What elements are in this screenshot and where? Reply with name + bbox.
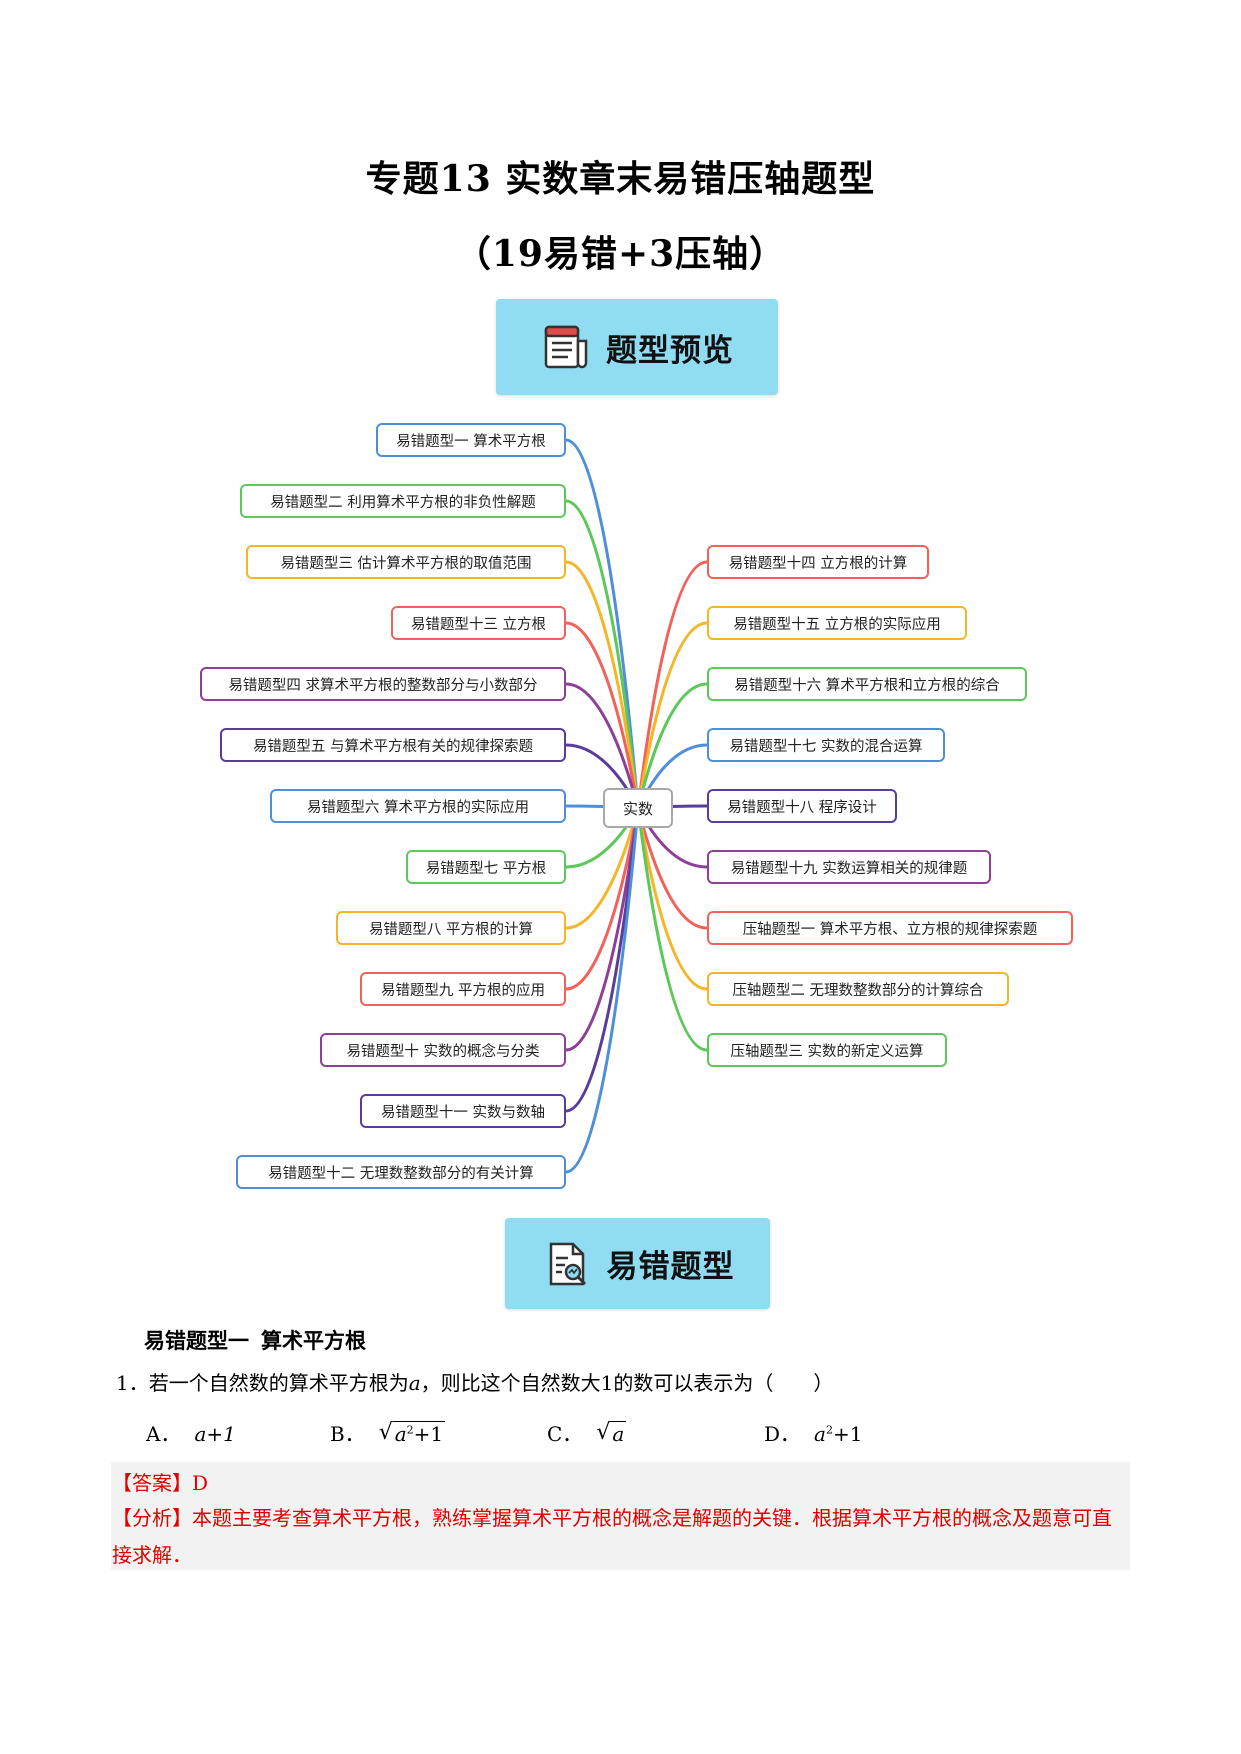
mindmap-node-left-1: 易错题型一 算术平方根	[376, 423, 566, 457]
mindmap-node-right-3: 易错题型十六 算术平方根和立方根的综合	[707, 667, 1027, 701]
mindmap-node-right-7: 压轴题型一 算术平方根、立方根的规律探索题	[707, 911, 1073, 945]
mindmap-node-left-8: 易错题型七 平方根	[406, 850, 566, 884]
answer-text: 【答案】D	[112, 1471, 209, 1495]
mindmap-node-left-7: 易错题型六 算术平方根的实际应用	[270, 789, 566, 823]
page-title: 专题13 实数章末易错压轴题型	[365, 158, 876, 200]
mindmap-node-left-9: 易错题型八 平方根的计算	[336, 911, 566, 945]
sqrt-symbol: √a	[596, 1420, 627, 1446]
document-search-icon	[549, 1242, 586, 1285]
page-subtitle: （19易错+3压轴）	[454, 233, 787, 275]
answer-options: A．a+1 B．√a2+1 C．√a D．a2+1	[0, 1418, 1241, 1452]
mindmap-node-right-6: 易错题型十九 实数运算相关的规律题	[707, 850, 991, 884]
analysis-text: 【分析】本题主要考查算术平方根，熟练掌握算术平方根的概念是解题的关键．根据算术平…	[112, 1506, 1112, 1567]
mindmap-node-right-5: 易错题型十八 程序设计	[707, 789, 897, 823]
mindmap-center-node: 实数	[603, 788, 673, 828]
mindmap-branch-right-2	[636, 621, 709, 810]
question-number: 1．	[116, 1371, 149, 1395]
mindmap-branch-right-9	[636, 806, 709, 1052]
sqrt-symbol: √a2+1	[378, 1420, 446, 1446]
option-a: A．a+1	[146, 1422, 236, 1446]
mindmap-node-left-3: 易错题型三 估计算术平方根的取值范围	[246, 545, 566, 579]
option-d: D．a2+1	[764, 1422, 863, 1446]
question-text-1: 若一个自然数的算术平方根为	[148, 1371, 409, 1395]
mindmap-node-left-6: 易错题型五 与算术平方根有关的规律探索题	[220, 728, 566, 762]
section-heading-topic: 算术平方根	[261, 1329, 366, 1353]
mindmap-node-right-1: 易错题型十四 立方根的计算	[707, 545, 929, 579]
mindmap-node-right-2: 易错题型十五 立方根的实际应用	[707, 606, 967, 640]
mindmap-node-left-5: 易错题型四 求算术平方根的整数部分与小数部分	[200, 667, 566, 701]
question-text-2: ，则比这个自然数大	[420, 1371, 601, 1395]
error-types-banner-label: 易错题型	[606, 1249, 735, 1285]
option-b: B．√a2+1	[330, 1420, 446, 1446]
mindmap-node-right-8: 压轴题型二 无理数整数部分的计算综合	[707, 972, 1009, 1006]
question-1: 1．若一个自然数的算术平方根为a，则比这个自然数大1的数可以表示为（ ）	[116, 1367, 833, 1396]
answer-box	[111, 1462, 1130, 1570]
question-text-3: 的数可以表示为（ ）	[613, 1371, 834, 1395]
error-types-banner: 易错题型	[505, 1218, 770, 1309]
option-c: C．√a	[547, 1420, 627, 1446]
section-heading: 易错题型一算术平方根	[144, 1325, 378, 1355]
mindmap-node-left-2: 易错题型二 利用算术平方根的非负性解题	[240, 484, 566, 518]
section-heading-number: 易错题型一	[144, 1329, 249, 1353]
question-num-1: 1	[600, 1371, 614, 1395]
question-var-a: a	[408, 1371, 421, 1395]
mindmap-node-left-4: 易错题型十三 立方根	[391, 606, 566, 640]
mindmap-node-right-9: 压轴题型三 实数的新定义运算	[707, 1033, 947, 1067]
preview-banner: 题型预览	[496, 299, 778, 395]
mindmap-node-left-12: 易错题型十一 实数与数轴	[360, 1094, 566, 1128]
mindmap-node-left-10: 易错题型九 平方根的应用	[360, 972, 566, 1006]
mindmap-node-left-13: 易错题型十二 无理数整数部分的有关计算	[236, 1155, 566, 1189]
preview-banner-label: 题型预览	[606, 332, 734, 369]
mindmap-node-right-4: 易错题型十七 实数的混合运算	[707, 728, 945, 762]
mindmap-node-left-11: 易错题型十 实数的概念与分类	[320, 1033, 566, 1067]
mindmap-branch-left-13	[564, 806, 640, 1174]
mindmap-branch-left-2	[564, 499, 640, 810]
newspaper-icon	[544, 325, 588, 369]
